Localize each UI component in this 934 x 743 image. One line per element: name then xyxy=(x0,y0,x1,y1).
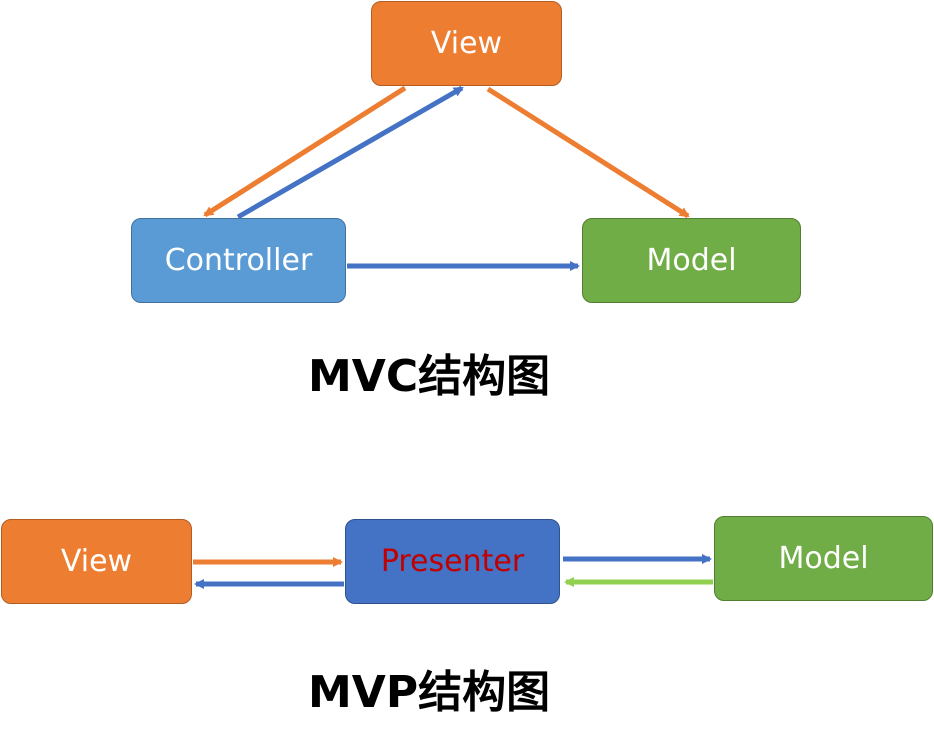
mvp-presenter-label: Presenter xyxy=(380,544,525,579)
mvc-controller-label: Controller xyxy=(164,243,313,278)
mvp-caption: MVP结构图 xyxy=(308,667,551,718)
mvp-view-box: View xyxy=(1,519,192,604)
mvp-model-box: Model xyxy=(714,516,933,601)
mvc-view-label: View xyxy=(430,26,503,61)
mvc-controller-box: Controller xyxy=(131,218,346,303)
mvc-view-box: View xyxy=(371,1,562,86)
mvp-view-label: View xyxy=(60,544,133,579)
mvc-model-label: Model xyxy=(646,243,737,278)
mvp-presenter-box: Presenter xyxy=(345,519,560,604)
mvc-caption: MVC结构图 xyxy=(308,351,551,402)
mvc-arrow-view-to-model xyxy=(486,86,690,219)
mvp-model-label: Model xyxy=(778,541,869,576)
mvc-model-box: Model xyxy=(582,218,801,303)
mvc-arrow-view-to-controller xyxy=(203,85,407,218)
mvc-arrow-controller-to-view xyxy=(236,85,464,220)
